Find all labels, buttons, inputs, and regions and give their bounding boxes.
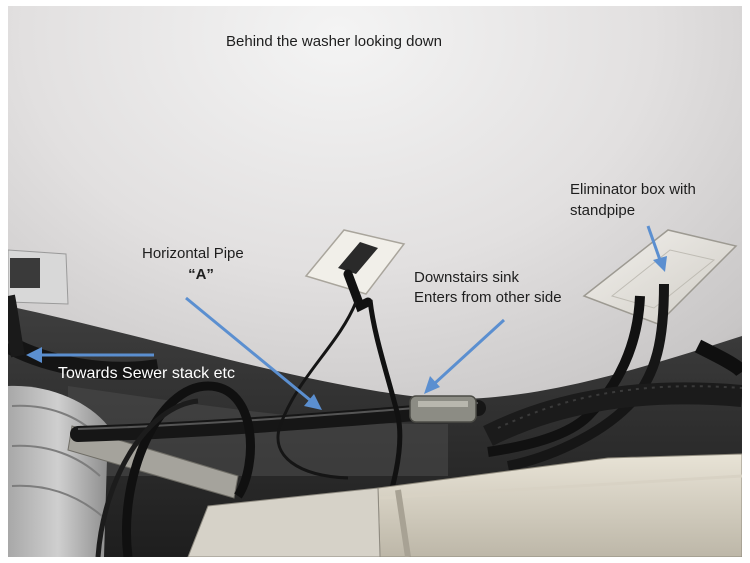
arrow-eliminator-box [646,225,662,261]
arrow-horizontal-pipe [185,296,311,402]
label-sewer-stack: Towards Sewer stack etc [58,365,235,382]
label-enters-other-side: Enters from other side [414,289,562,306]
sink-pipe-fitting [409,395,477,423]
label-eliminator-box: Eliminator box with [570,181,696,198]
label-standpipe: standpipe [570,202,636,219]
standpipe-1 [487,295,645,457]
diagonal-board [67,425,239,499]
outlet-plug [343,269,373,313]
corrugated-hose [483,382,742,446]
annotation-arrows [26,225,667,410]
appliance-top [187,487,381,557]
label-downstairs-sink: Downstairs sink [414,269,520,286]
washer-hose-left [122,381,255,557]
eliminator-box [582,229,738,325]
arrow-downstairs-sink [432,318,506,386]
caption-title: Behind the washer looking down [226,33,442,50]
label-horizontal-pipe-a: “A” [188,266,214,283]
photo-scene [8,6,742,557]
annotated-photo: Behind the washer looking down Horizonta… [8,6,742,557]
label-horizontal-pipe: Horizontal Pipe [142,245,244,262]
